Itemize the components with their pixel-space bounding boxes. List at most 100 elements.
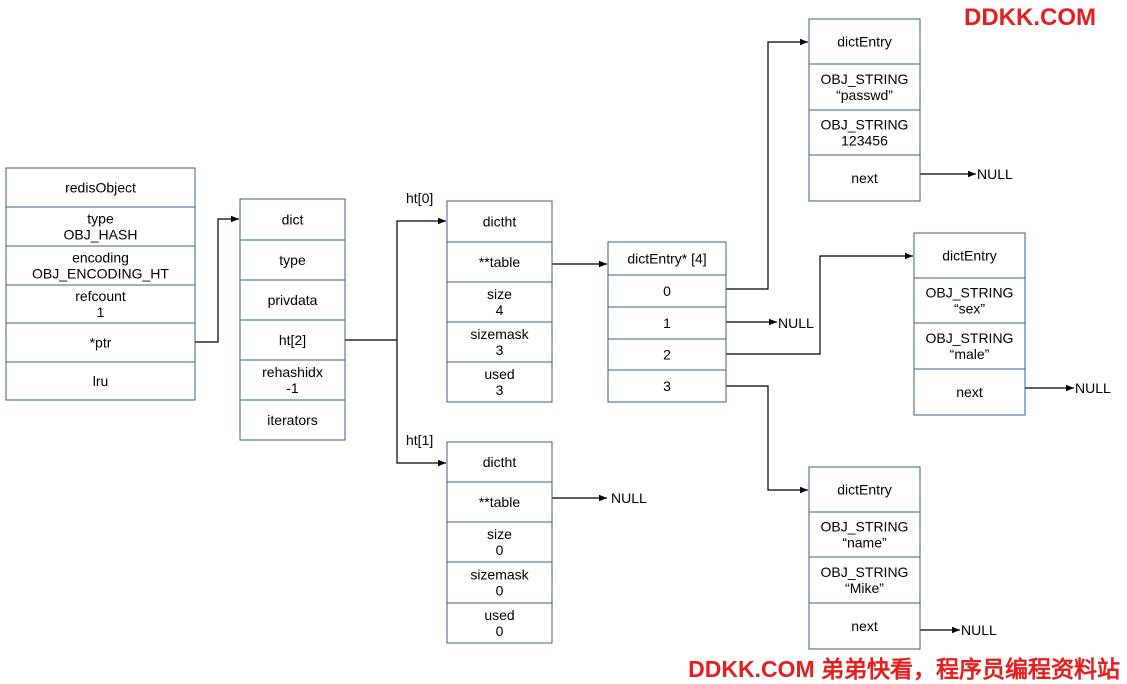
cell-text-dictht0-2-0: size [487, 286, 512, 302]
cell-text-redisObject-2-1: OBJ_ENCODING_HT [32, 266, 169, 282]
cell-redisObject-5: lru [5, 361, 196, 401]
cell-text-dictht0-4-1: 3 [496, 382, 504, 398]
cell-text-dictht1-2-1: 0 [496, 542, 504, 558]
cell-dict-0: dict [239, 198, 346, 241]
cell-text-dictht0-4-0: used [484, 366, 514, 382]
cell-dict-5: iterators [239, 399, 346, 441]
cell-entry_sex-1: OBJ_STRING“sex” [913, 277, 1026, 324]
cell-dict-2: privdata [239, 279, 346, 321]
connector-ht2-to-ht0 [396, 217, 446, 340]
cell-entry_sex-0: dictEntry [913, 232, 1026, 279]
cell-text-redisObject-5-0: lru [93, 373, 109, 389]
connector-ptr-to-dict [195, 215, 239, 343]
cell-text-entry_sex-0-0: dictEntry [942, 248, 996, 264]
cell-text-dict-0-0: dict [282, 212, 304, 228]
cell-text-dict-1-0: type [279, 252, 306, 268]
cell-text-table-0-0: dictEntry* [4] [627, 251, 706, 267]
cell-text-dictht1-3-0: sizemask [470, 567, 529, 583]
cell-text-entry_name-1-1: “name” [842, 535, 887, 551]
box-dict: dicttypeprivdataht[2]rehashidx-1iterator… [239, 198, 346, 441]
cell-text-table-2-0: 1 [663, 315, 671, 331]
cell-text-entry_sex-3-0: next [956, 384, 983, 400]
cell-text-entry_name-2-0: OBJ_STRING [821, 564, 909, 580]
cell-text-entry_passwd-2-0: OBJ_STRING [821, 117, 909, 133]
connector-ht2-to-ht1 [396, 340, 446, 467]
cell-dictht1-1: **table [446, 481, 553, 523]
cell-text-table-3-0: 2 [663, 347, 671, 363]
label-ht0: ht[0] [406, 190, 433, 206]
box-entry_passwd: dictEntryOBJ_STRING“passwd”OBJ_STRING123… [808, 18, 921, 202]
cell-table-2: 1 [607, 306, 727, 340]
cell-entry_passwd-3: next [808, 154, 921, 202]
cell-text-dict-2-0: privdata [268, 292, 318, 308]
cell-text-table-1-0: 0 [663, 283, 671, 299]
cell-dictht0-0: dictht [446, 200, 553, 243]
cell-text-dictht1-3-1: 0 [496, 583, 504, 599]
label-null-ht1-table: NULL [611, 490, 647, 506]
box-entry_sex: dictEntryOBJ_STRING“sex”OBJ_STRING“male”… [913, 232, 1026, 416]
box-table: dictEntry* [4] 0 1 2 3 [607, 241, 727, 403]
cell-text-table-4-0: 3 [663, 378, 671, 394]
cell-text-redisObject-1-0: type [87, 211, 114, 227]
cell-text-dictht0-0-0: dictht [483, 214, 517, 230]
cell-dict-3: ht[2] [239, 319, 346, 361]
cell-entry_passwd-1: OBJ_STRING“passwd” [808, 63, 921, 111]
cell-dictht0-1: **table [446, 241, 553, 283]
cell-text-dictht1-2-0: size [487, 526, 512, 542]
cell-text-dictht0-3-1: 3 [496, 342, 504, 358]
label-null-passwd-next: NULL [977, 166, 1013, 182]
cell-table-0: dictEntry* [4] [607, 241, 727, 276]
cell-table-4: 3 [607, 369, 727, 403]
cell-text-entry_name-0-0: dictEntry [837, 482, 891, 498]
label-null-sex-next: NULL [1075, 380, 1111, 396]
cell-text-dictht1-4-1: 0 [496, 623, 504, 639]
boxes: redisObjecttypeOBJ_HASHencodingOBJ_ENCOD… [5, 18, 1026, 650]
cell-text-entry_name-2-1: “Mike” [845, 580, 884, 596]
cell-text-entry_name-3-0: next [851, 618, 878, 634]
label-ht1: ht[1] [406, 432, 433, 448]
cell-dictht1-0: dictht [446, 441, 553, 483]
cell-text-dict-4-1: -1 [286, 380, 299, 396]
cell-text-dictht1-4-0: used [484, 607, 514, 623]
cell-dict-4: rehashidx-1 [239, 359, 346, 401]
cell-text-entry_sex-2-1: “male” [950, 346, 990, 362]
cell-dict-1: type [239, 239, 346, 281]
cell-text-redisObject-4-0: *ptr [90, 335, 112, 351]
cell-text-entry_sex-2-0: OBJ_STRING [926, 330, 1014, 346]
cell-text-redisObject-1-1: OBJ_HASH [64, 227, 138, 243]
cell-text-redisObject-2-0: encoding [72, 250, 129, 266]
cell-text-dictht0-3-0: sizemask [470, 326, 529, 342]
cell-text-dict-5-0: iterators [267, 412, 318, 428]
cell-text-dictht1-1-0: **table [479, 494, 520, 510]
cell-entry_sex-3: next [913, 368, 1026, 416]
cell-table-3: 2 [607, 338, 727, 371]
cell-entry_name-1: OBJ_STRING“name” [808, 511, 921, 558]
cell-entry_name-0: dictEntry [808, 466, 921, 513]
cell-entry_sex-2: OBJ_STRING“male” [913, 322, 1026, 370]
label-null-slot1: NULL [778, 315, 814, 331]
cell-table-1: 0 [607, 274, 727, 308]
cell-redisObject-4: *ptr [5, 322, 196, 363]
cell-text-entry_sex-1-1: “sex” [954, 301, 985, 317]
watermark-bottom: DDKK.COM 弟弟快看，程序员编程资料站 [688, 656, 1120, 682]
connectors [195, 38, 1074, 634]
cell-text-entry_passwd-0-0: dictEntry [837, 34, 891, 50]
cell-text-redisObject-0-0: redisObject [65, 180, 136, 196]
cell-redisObject-0: redisObject [5, 167, 196, 208]
watermark-top: DDKK.COM [964, 4, 1096, 31]
cell-text-entry_passwd-1-1: “passwd” [836, 87, 893, 103]
cell-text-dict-4-0: rehashidx [262, 364, 323, 380]
connector-slot3-to-name [726, 385, 808, 494]
